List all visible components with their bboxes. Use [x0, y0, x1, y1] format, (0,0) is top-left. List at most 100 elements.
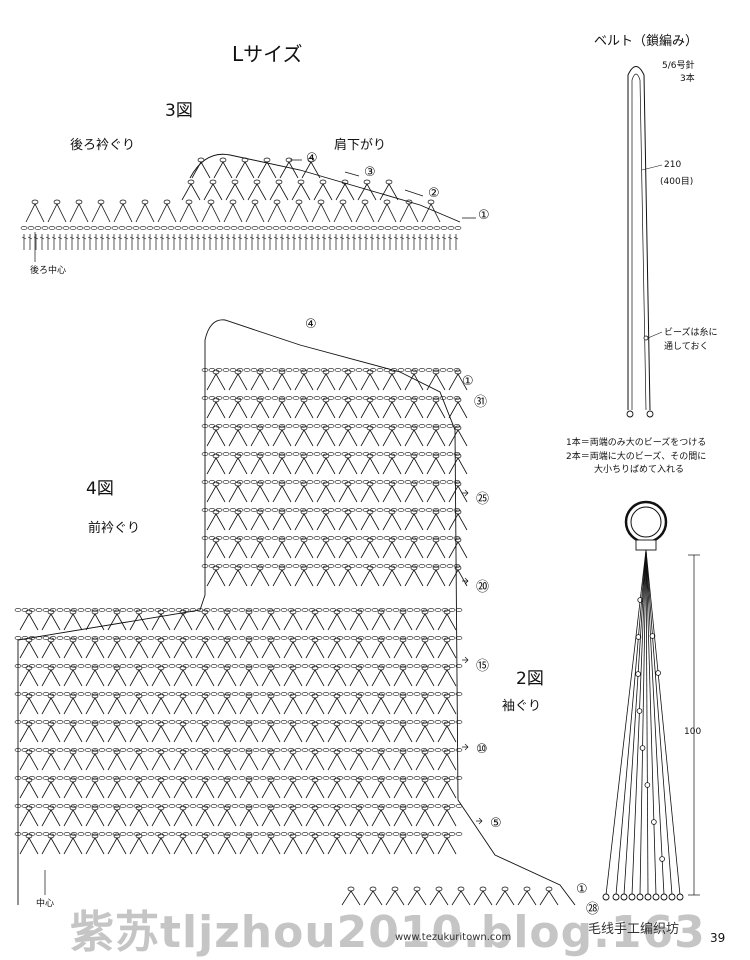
chain-stitch: [432, 452, 440, 456]
chain-stitch: [168, 832, 176, 836]
chain-stitch: [355, 452, 363, 456]
stitch-fan: [283, 613, 303, 631]
chain-stitch: [234, 369, 242, 375]
chain-stitch: [161, 748, 169, 752]
chain-stitch: [224, 664, 232, 668]
chain-stitch: [448, 664, 456, 668]
chain-stitch: [196, 608, 204, 612]
chain-stitch: [236, 368, 244, 372]
chain-stitch: [278, 368, 286, 372]
chain-stitch: [441, 608, 449, 612]
chain-stitch: [42, 608, 50, 612]
chain-stitch: [182, 832, 190, 836]
chain-stitch: [222, 508, 230, 512]
chain-stitch: [133, 720, 141, 724]
chain-stitch: [181, 226, 189, 230]
chain-stitch: [223, 637, 231, 643]
chain-stitch: [62, 226, 70, 230]
stitch-fan: [415, 809, 435, 827]
stitch-fan: [377, 203, 397, 223]
chain-stitch: [229, 536, 237, 540]
stitch-fan: [173, 641, 193, 659]
chain-stitch: [256, 453, 264, 459]
chain-stitch: [47, 805, 55, 811]
stitch-fan: [291, 183, 311, 201]
chain-stitch: [91, 693, 99, 699]
chain-stitch: [215, 536, 223, 540]
chain-stitch: [378, 776, 386, 780]
chain-stitch: [421, 777, 429, 783]
chain-stitch: [425, 424, 433, 428]
stitch-fan: [437, 613, 457, 631]
stitch-fan: [129, 669, 149, 687]
stitch-fan: [206, 485, 226, 503]
stitch-fan: [294, 373, 314, 391]
chain-stitch: [77, 636, 85, 640]
bead: [652, 893, 660, 901]
stitch-fan: [426, 373, 446, 391]
stitch-fan: [294, 485, 314, 503]
chain-stitch: [267, 721, 275, 727]
chain-stitch: [420, 608, 428, 612]
chain-stitch: [185, 199, 193, 205]
chain-stitch: [257, 536, 265, 540]
stitch-fan: [371, 669, 391, 687]
chain-stitch: [294, 720, 302, 724]
stitch-fan: [151, 837, 171, 855]
chain-stitch: [390, 396, 398, 400]
chain-stitch: [91, 637, 99, 643]
chain-stitch: [112, 608, 120, 612]
fig4-marker-20: ⑳: [476, 580, 490, 595]
chain-stitch: [376, 508, 384, 512]
chain-stitch: [236, 536, 244, 540]
stitch-fan: [393, 781, 413, 799]
chain-stitch: [217, 636, 225, 640]
stitch-fan: [41, 725, 61, 743]
fig3-label: 3図: [165, 101, 193, 121]
chain-stitch: [322, 664, 330, 668]
chain-stitch: [112, 720, 120, 724]
chain-stitch: [364, 664, 372, 668]
chain-stitch: [292, 564, 300, 568]
chain-stitch: [35, 692, 43, 696]
chain-stitch: [441, 748, 449, 752]
chain-stitch: [91, 664, 99, 668]
chain-stitch: [370, 226, 378, 230]
chain-stitch: [147, 636, 155, 640]
chain-stitch: [448, 636, 456, 640]
chain-stitch: [388, 537, 396, 543]
chain-stitch: [307, 226, 315, 230]
chain-stitch: [49, 608, 57, 612]
stitch-fan: [239, 725, 259, 743]
treble-stitch-bar: [261, 236, 267, 240]
chain-stitch: [105, 804, 113, 808]
chain-stitch: [56, 692, 64, 696]
chain-stitch: [259, 832, 267, 836]
stitch-fan: [333, 203, 353, 223]
chain-stitch: [289, 805, 297, 811]
chain-stitch: [203, 776, 211, 780]
chain-stitch: [49, 636, 57, 640]
chain-stitch: [257, 564, 265, 568]
chain-stitch: [229, 199, 237, 205]
chain-stitch: [399, 832, 407, 836]
chain-stitch: [299, 396, 307, 400]
stitch-fan: [272, 569, 292, 587]
chain-stitch: [369, 536, 377, 540]
chain-stitch: [273, 776, 281, 780]
stitch-fan: [448, 429, 468, 447]
stitch-fan: [426, 457, 446, 475]
chain-stitch: [264, 396, 272, 400]
chain-stitch: [70, 832, 78, 836]
fig4-marker-5: ⑤: [490, 816, 502, 831]
chain-stitch: [119, 832, 127, 836]
tassel-strand: [631, 549, 647, 896]
stitch-fan: [91, 203, 111, 223]
chain-stitch: [113, 721, 121, 727]
chain-stitch: [448, 776, 456, 780]
chain-stitch: [84, 804, 92, 808]
chain-stitch: [390, 564, 398, 568]
chain-stitch: [412, 226, 420, 230]
chain-stitch: [363, 179, 371, 185]
chain-stitch: [327, 396, 335, 400]
